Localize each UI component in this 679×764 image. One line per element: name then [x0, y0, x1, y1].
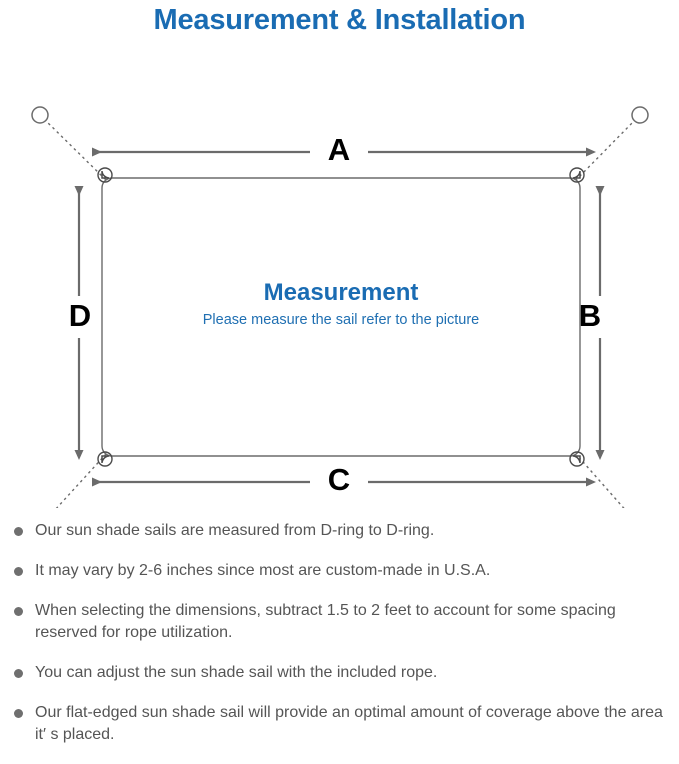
dimension-label-c: C [327, 462, 351, 497]
bullet-icon [14, 669, 23, 678]
d-rings [101, 170, 581, 464]
notes-list: Our sun shade sails are measured from D-… [0, 470, 679, 764]
d-ring-top-left-icon [101, 170, 110, 179]
d-ring-bottom-left-icon [101, 455, 110, 464]
bullet-icon [14, 607, 23, 616]
bullet-icon [14, 709, 23, 718]
bullet-icon [14, 567, 23, 576]
anchor-point-top-left-icon [31, 106, 49, 124]
note-item: Our flat-edged sun shade sail will provi… [14, 702, 665, 746]
page-title: Measurement & Installation [153, 4, 526, 36]
diagram-canvas [31, 106, 649, 508]
d-rings-outline [97, 167, 585, 467]
sail-heading: Measurement [263, 279, 419, 306]
note-text: You can adjust the sun shade sail with t… [35, 664, 438, 681]
sail-subheading: Please measure the sail refer to the pic… [202, 312, 480, 328]
d-ring-ring-bottom-right [569, 451, 585, 467]
bullet-icon [14, 527, 23, 536]
d-ring-top-right-icon [572, 170, 581, 179]
dimension-label-d: D [68, 298, 92, 333]
d-ring-ring-top-right [569, 167, 585, 183]
note-item: Our sun shade sails are measured from D-… [14, 520, 665, 542]
note-text: Our flat-edged sun shade sail will provi… [35, 704, 663, 743]
d-ring-ring-bottom-left [97, 451, 113, 467]
note-item: It may vary by 2-6 inches since most are… [14, 560, 665, 582]
note-item: When selecting the dimensions, subtract … [14, 600, 665, 644]
anchor-point-top-right-icon [631, 106, 649, 124]
measurement-diagram: A B C D Measurement Please measure the s… [0, 38, 679, 508]
rope-line-top-left [43, 118, 107, 181]
rope-lines [43, 118, 637, 508]
note-text: When selecting the dimensions, subtract … [35, 602, 616, 641]
rope-line-top-right [575, 118, 637, 181]
dimension-label-b: B [578, 298, 602, 333]
note-item: You can adjust the sun shade sail with t… [14, 662, 665, 684]
d-ring-bottom-right-icon [572, 455, 581, 464]
d-ring-ring-top-left [97, 167, 113, 183]
anchor-points [31, 106, 649, 124]
note-text: It may vary by 2-6 inches since most are… [35, 562, 491, 579]
note-text: Our sun shade sails are measured from D-… [35, 522, 435, 539]
sail-center-labels: Measurement Please measure the sail refe… [102, 278, 580, 330]
dimension-label-a: A [327, 132, 351, 167]
sail-outline [101, 177, 581, 457]
